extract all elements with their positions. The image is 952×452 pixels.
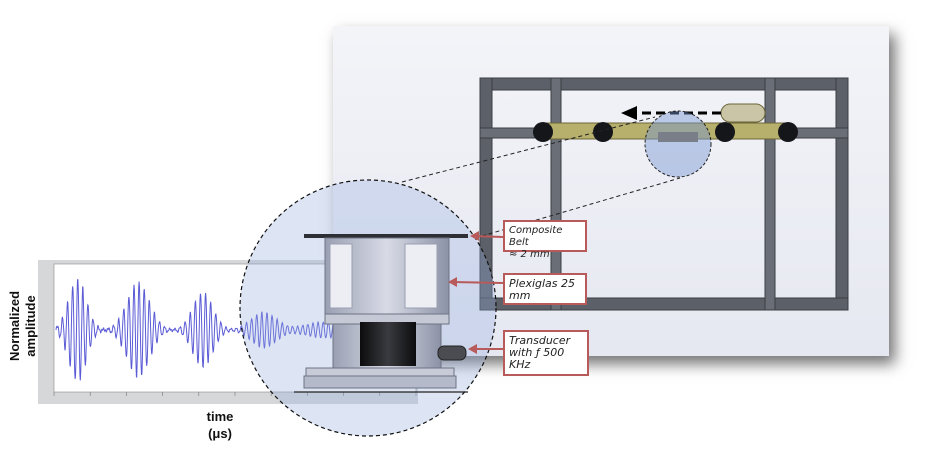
plexi-callout-arrowhead (448, 277, 457, 287)
x-axis-label-line1: time (206, 409, 234, 424)
x-axis-label-line2: (μs) (208, 426, 232, 441)
sensor-zoom-circle (644, 110, 712, 178)
y-axis-label-line1: Normalized (7, 291, 22, 361)
callout-belt-line1: Composite Belt (509, 225, 563, 248)
callout-transducer: Transducer with ƒ 500 KHz (503, 330, 589, 376)
roller-4 (778, 122, 798, 142)
y-axis-label: Normalized amplitude (3, 266, 43, 386)
y-axis-label-line2: amplitude (23, 295, 38, 356)
transducer-callout-arrowhead (468, 344, 477, 354)
belt-callout-arrowhead (470, 231, 479, 241)
callout-plexi-line2: mm (509, 289, 531, 302)
plexi-callout-arrow (451, 281, 504, 284)
callout-belt-line2: ≈ 2 mm (509, 249, 550, 260)
roller-2 (593, 122, 613, 142)
callout-trans-line3: KHz (509, 358, 531, 371)
x-axis-label: time (μs) (180, 408, 260, 442)
belt-plate (304, 234, 468, 238)
transducer-connector (437, 345, 467, 361)
frame-inner-post-left (550, 77, 562, 311)
base-top (305, 367, 455, 377)
callout-composite-belt: Composite Belt ≈ 2 mm (503, 220, 587, 260)
callout-plexi-line1: Plexiglas 25 (509, 277, 576, 290)
callout-plexiglas: Plexiglas 25 mm (503, 273, 587, 305)
plexiglas-window-left (329, 243, 353, 309)
roller-3 (715, 122, 735, 142)
transducer-body (360, 322, 416, 366)
zoom-connector-bottom (481, 177, 681, 237)
callout-trans-line1: Transducer (509, 334, 571, 347)
frame-inner-post-right (764, 77, 776, 311)
sensor-block (658, 132, 698, 142)
direction-arrowhead (621, 106, 637, 120)
plot-ticks (53, 392, 417, 396)
base-plate (303, 375, 457, 389)
callout-trans-line2: with ƒ 500 (509, 346, 565, 359)
zoom-connector-top (401, 116, 656, 183)
roller-1 (533, 122, 553, 142)
plexiglas-window-right (404, 243, 438, 309)
